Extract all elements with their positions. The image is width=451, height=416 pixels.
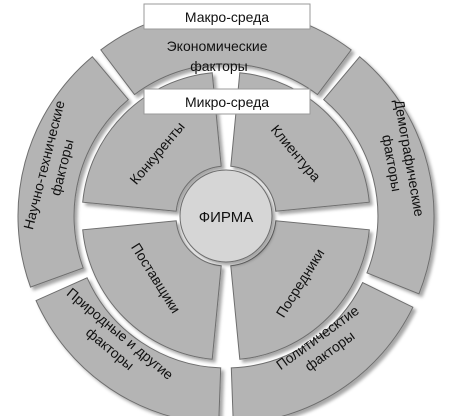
segment-scitech-factors: [17, 55, 130, 288]
micro-environment-label-box: Микро-среда: [143, 88, 311, 115]
core-circle: [179, 169, 273, 263]
svg-text:Микро-среда: Микро-среда: [185, 94, 269, 110]
svg-text:Макро-среда: Макро-среда: [185, 9, 269, 25]
economic-label: Экономические факторы: [167, 38, 272, 74]
segment-suppliers: [82, 220, 222, 360]
firm-label: ФИРМА: [199, 209, 254, 226]
segment-intermediaries: [230, 220, 370, 360]
segment-political-factors: [230, 281, 414, 416]
segment-demographic-factors: [322, 55, 435, 295]
outer-ring: [17, 7, 435, 416]
segment-natural-factors: [35, 277, 222, 416]
macro-environment-label-box: Макро-среда: [143, 3, 311, 30]
